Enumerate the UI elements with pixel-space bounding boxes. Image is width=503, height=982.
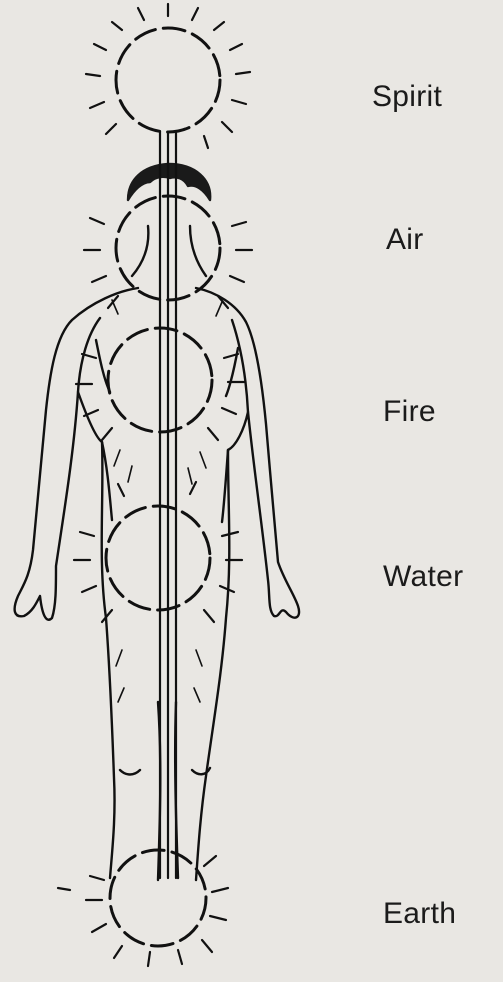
label-spirit: Spirit: [372, 80, 442, 114]
waist-right: [222, 450, 228, 522]
earth-rays: [58, 856, 228, 966]
label-fire: Fire: [383, 395, 436, 429]
label-earth: Earth: [383, 897, 456, 931]
spirit-rays: [86, 4, 250, 148]
label-air: Air: [386, 223, 424, 257]
water-circle: [106, 506, 210, 610]
neck-left: [132, 226, 148, 276]
neck-right: [190, 226, 206, 276]
left-knee: [120, 770, 140, 775]
label-water: Water: [383, 560, 463, 594]
water-rays: [74, 482, 242, 622]
spirit-circle: [116, 28, 220, 132]
body-outline-left: [15, 288, 138, 878]
